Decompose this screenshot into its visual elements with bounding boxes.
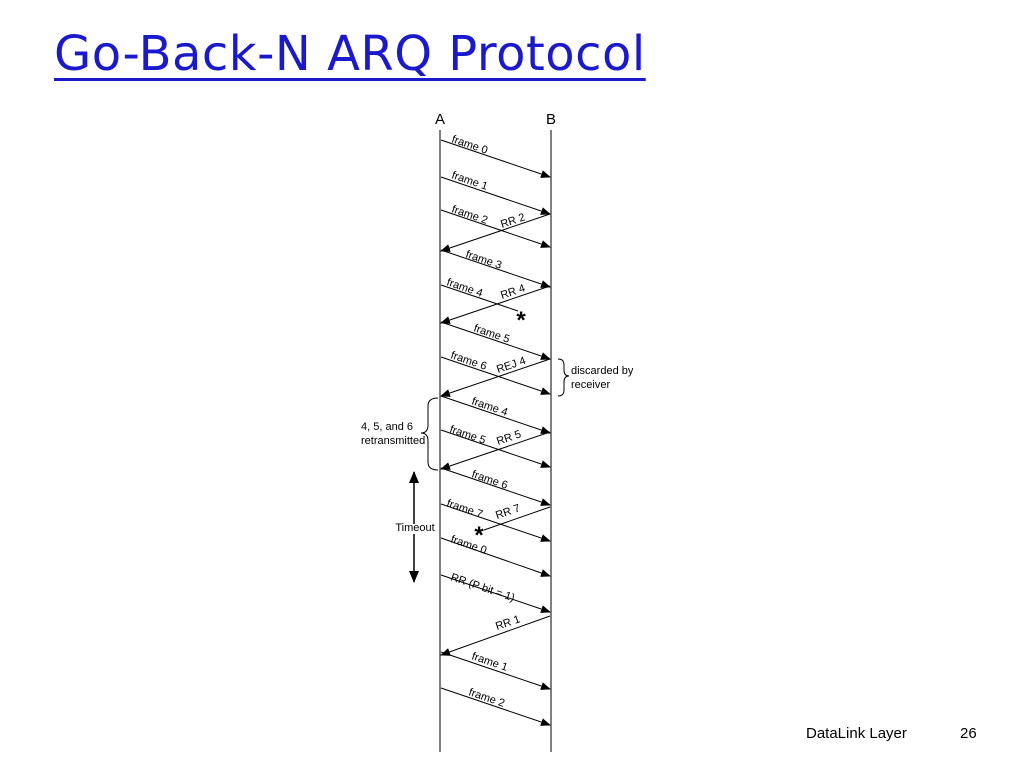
station-a-label: A <box>435 111 445 128</box>
message-arrow <box>440 467 551 506</box>
message-arrow <box>440 176 551 215</box>
message-label: frame 3 <box>464 248 503 271</box>
message-label: frame 0 <box>450 133 489 156</box>
message-arrow <box>440 249 551 288</box>
message-arrow-lost <box>440 284 519 312</box>
message-arrow-lost <box>483 506 551 531</box>
discarded-brace <box>557 358 570 397</box>
message-label: frame 5 <box>472 322 511 345</box>
page-number: 26 <box>960 725 977 742</box>
message-arrow <box>440 356 551 395</box>
message-label: RR 2 <box>499 211 527 230</box>
loss-marker: * <box>474 522 484 549</box>
loss-marker: * <box>516 307 526 334</box>
message-label: RR 5 <box>495 428 523 447</box>
message-arrow <box>440 503 551 542</box>
message-arrow <box>440 285 551 324</box>
message-arrow <box>440 395 551 434</box>
message-arrow <box>440 209 551 248</box>
message-arrows: frame 0 frame 1 frame 2 RR 2 frame 3 fra… <box>440 133 551 726</box>
message-arrow <box>440 574 551 613</box>
message-arrow <box>440 213 551 252</box>
message-label: REJ 4 <box>495 355 527 376</box>
message-label: RR 7 <box>494 502 522 521</box>
message-label: frame 5 <box>448 423 487 446</box>
message-label: frame 6 <box>470 468 509 491</box>
discarded-annotation-line2: receiver <box>571 379 610 391</box>
message-label: frame 4 <box>470 395 509 418</box>
message-arrow <box>440 429 551 468</box>
message-label: frame 7 <box>445 497 484 520</box>
retransmitted-brace <box>420 397 439 471</box>
message-arrow <box>440 358 551 397</box>
message-label: frame 2 <box>450 203 489 226</box>
message-arrow <box>440 431 551 470</box>
station-b-label: B <box>546 111 556 128</box>
message-arrow <box>440 321 551 360</box>
message-label: RR 1 <box>494 613 522 632</box>
message-arrow <box>440 139 551 178</box>
message-arrow <box>440 687 551 726</box>
message-label: frame 2 <box>467 686 506 709</box>
message-label: frame 1 <box>470 650 509 673</box>
slide-title: Go-Back-N ARQ Protocol <box>54 26 646 82</box>
footer-label: DataLink Layer <box>806 725 907 742</box>
discarded-annotation-line1: discarded by <box>571 365 634 377</box>
message-arrow <box>440 651 551 690</box>
message-arrow <box>440 537 551 577</box>
timeout-label: Timeout <box>395 522 434 534</box>
message-label: RR (P bit = 1) <box>449 571 516 604</box>
message-label: frame 1 <box>450 169 489 192</box>
message-label: frame 6 <box>449 349 488 372</box>
message-label: frame 4 <box>445 276 484 299</box>
retransmitted-annotation-line2: retransmitted <box>361 435 425 447</box>
retransmitted-annotation-line1: 4, 5, and 6 <box>361 421 413 433</box>
message-arrow <box>440 615 551 656</box>
